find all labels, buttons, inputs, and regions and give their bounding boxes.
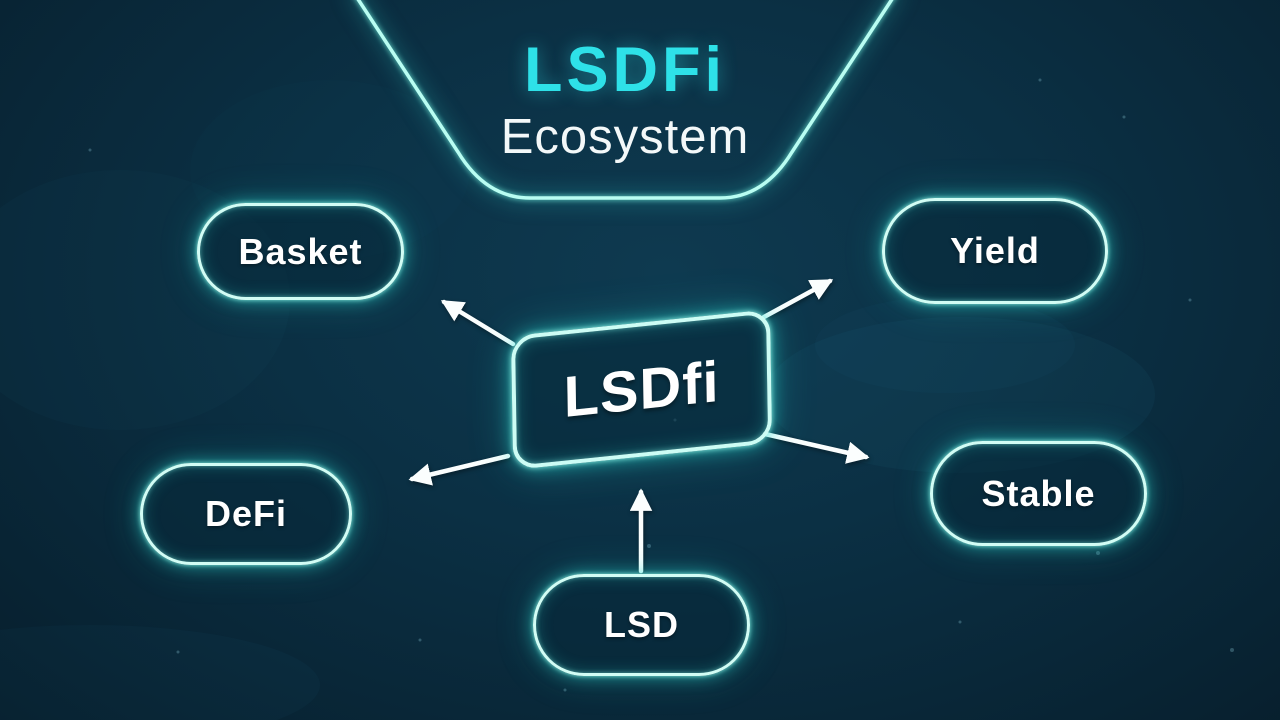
node-yield: Yield bbox=[882, 198, 1108, 304]
arrow-to-yield bbox=[761, 278, 834, 320]
center-node-label: LSDfi bbox=[563, 349, 720, 430]
node-lsdfi-center: LSDfi bbox=[511, 309, 773, 470]
node-basket-label: Basket bbox=[238, 230, 363, 272]
header-funnel-outline bbox=[356, 0, 894, 200]
node-yield-label: Yield bbox=[950, 230, 1040, 271]
node-defi: DeFi bbox=[140, 463, 352, 565]
connector-arrows bbox=[408, 278, 870, 574]
arrow-to-defi bbox=[408, 453, 511, 486]
node-defi-label: DeFi bbox=[204, 493, 287, 534]
node-lsd-label: LSD bbox=[604, 604, 679, 645]
node-lsd: LSD bbox=[533, 574, 750, 676]
node-basket: Basket bbox=[197, 203, 404, 300]
node-stable-label: Stable bbox=[981, 472, 1096, 514]
arrow-to-stable bbox=[762, 431, 870, 464]
node-stable: Stable bbox=[930, 441, 1147, 546]
arrow-to-basket bbox=[440, 299, 516, 347]
